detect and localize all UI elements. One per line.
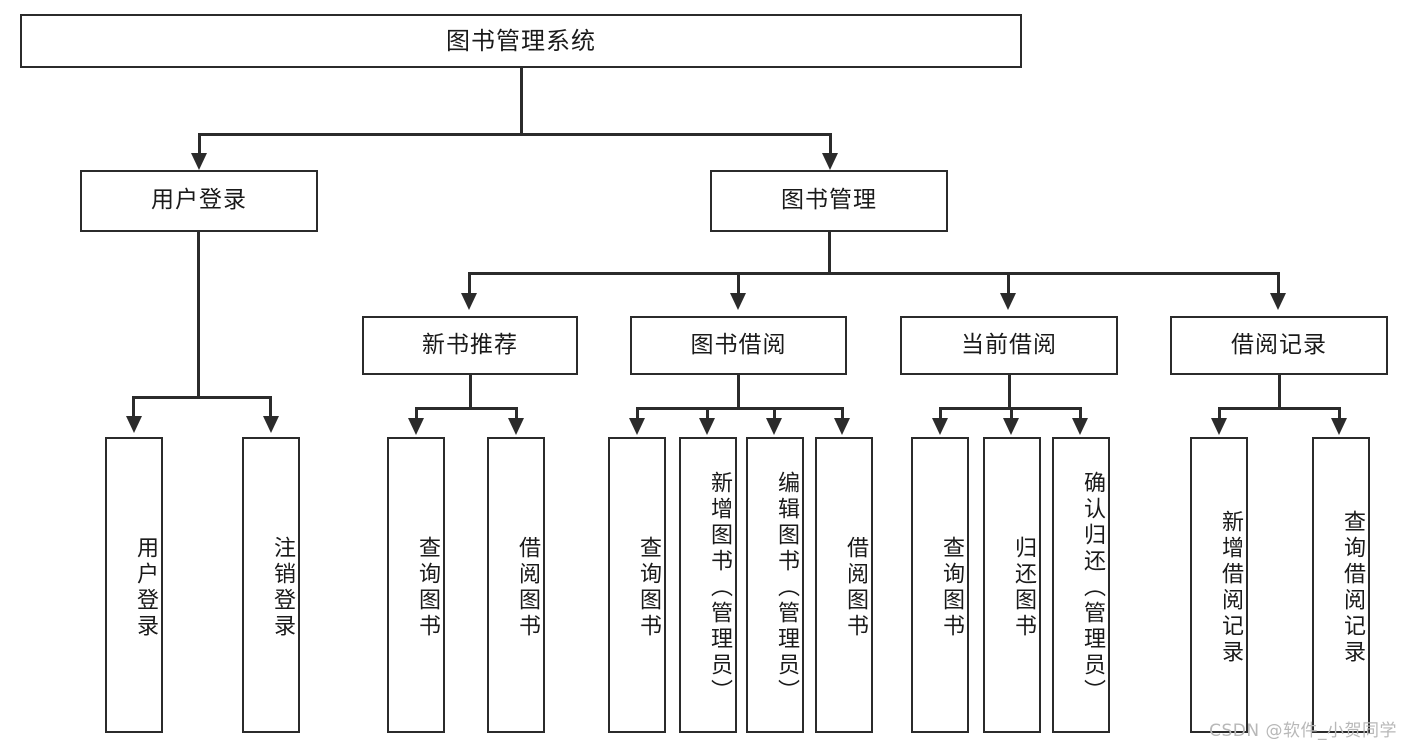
node-label: 借阅记录 xyxy=(1231,331,1327,358)
node-label: 新增图书（管理员） xyxy=(707,471,732,705)
node-label: 编辑图书（管理员） xyxy=(774,471,799,705)
node-label: 新增借阅记录 xyxy=(1218,510,1243,666)
connector-user-login-stem xyxy=(197,232,200,398)
connector-root-stem xyxy=(520,68,523,134)
connector-user-login-drop-1 xyxy=(132,396,135,418)
node-label: 图书借阅 xyxy=(690,331,787,358)
connector-cb-stem xyxy=(1008,375,1011,409)
node-label: 用户登录 xyxy=(151,187,247,214)
connector-cb-drop-2 xyxy=(1010,407,1013,420)
connector-bm-drop-2 xyxy=(737,272,740,294)
node-label: 用户登录 xyxy=(133,536,158,640)
connector-nbr-drop-2 xyxy=(515,407,518,420)
connector-cb-drop-1 xyxy=(939,407,942,420)
node-label: 查询图书 xyxy=(415,536,440,640)
connector-bb-stem xyxy=(737,375,740,409)
arrow-to-leaf-confirm-return xyxy=(1072,418,1088,435)
node-label: 图书管理系统 xyxy=(446,26,596,55)
connector-bb-bus xyxy=(636,407,844,410)
leaf-logout[interactable]: 注销登录 xyxy=(242,437,300,733)
leaf-add-book-admin[interactable]: 新增图书（管理员） xyxy=(679,437,737,733)
arrow-to-leaf-add-book xyxy=(699,418,715,435)
node-label: 归还图书 xyxy=(1011,536,1036,640)
node-book-borrow[interactable]: 图书借阅 xyxy=(630,316,847,375)
arrow-to-user-login xyxy=(191,153,207,170)
arrow-to-leaf-borrow-book-1 xyxy=(508,418,524,435)
leaf-borrow-book-recommend[interactable]: 借阅图书 xyxy=(487,437,545,733)
leaf-query-borrow-record[interactable]: 查询借阅记录 xyxy=(1312,437,1370,733)
leaf-user-login[interactable]: 用户登录 xyxy=(105,437,163,733)
connector-nbr-bus xyxy=(415,407,518,410)
leaf-query-book-current[interactable]: 查询图书 xyxy=(911,437,969,733)
connector-user-login-drop-2 xyxy=(269,396,272,418)
connector-br-stem xyxy=(1278,375,1281,409)
node-label: 查询图书 xyxy=(636,536,661,640)
node-label: 借阅图书 xyxy=(843,536,868,640)
arrow-to-leaf-add-record xyxy=(1211,418,1227,435)
node-label: 借阅图书 xyxy=(515,536,540,640)
leaf-return-book[interactable]: 归还图书 xyxy=(983,437,1041,733)
arrow-to-leaf-edit-book xyxy=(766,418,782,435)
connector-br-drop-1 xyxy=(1218,407,1221,420)
node-label: 图书管理 xyxy=(781,187,877,214)
connector-bm-drop-4 xyxy=(1277,272,1280,294)
connector-nbr-drop-1 xyxy=(415,407,418,420)
arrow-to-new-book-recommend xyxy=(461,293,477,310)
arrow-to-leaf-query-book-2 xyxy=(629,418,645,435)
arrow-to-leaf-borrow-book-2 xyxy=(834,418,850,435)
arrow-to-leaf-logout xyxy=(263,416,279,433)
arrow-to-leaf-query-book-1 xyxy=(408,418,424,435)
connector-bb-drop-2 xyxy=(706,407,709,420)
connector-cb-drop-3 xyxy=(1079,407,1082,420)
arrow-to-book-borrow xyxy=(730,293,746,310)
csdn-watermark: CSDN @软件_小贺同学 xyxy=(1209,721,1397,741)
node-label: 查询借阅记录 xyxy=(1340,510,1365,666)
connector-user-login-bus xyxy=(132,396,270,399)
connector-root-drop-right xyxy=(829,133,832,155)
node-new-book-recommend[interactable]: 新书推荐 xyxy=(362,316,578,375)
arrow-to-leaf-query-record xyxy=(1331,418,1347,435)
node-label: 确认归还（管理员） xyxy=(1080,471,1105,705)
node-label: 查询图书 xyxy=(939,536,964,640)
arrow-to-leaf-return-book xyxy=(1003,418,1019,435)
connector-bb-drop-3 xyxy=(773,407,776,420)
node-user-login[interactable]: 用户登录 xyxy=(80,170,318,232)
leaf-add-borrow-record[interactable]: 新增借阅记录 xyxy=(1190,437,1248,733)
arrow-to-leaf-query-book-3 xyxy=(932,418,948,435)
connector-bb-drop-1 xyxy=(636,407,639,420)
arrow-to-leaf-user-login xyxy=(126,416,142,433)
connector-bb-drop-4 xyxy=(841,407,844,420)
node-borrow-record[interactable]: 借阅记录 xyxy=(1170,316,1388,375)
connector-bm-drop-1 xyxy=(468,272,471,294)
connector-bm-drop-3 xyxy=(1007,272,1010,294)
node-label: 新书推荐 xyxy=(422,331,518,358)
leaf-confirm-return-admin[interactable]: 确认归还（管理员） xyxy=(1052,437,1110,733)
connector-br-bus xyxy=(1218,407,1341,410)
connector-br-drop-2 xyxy=(1338,407,1341,420)
connector-book-manage-bus xyxy=(468,272,1279,275)
node-label: 注销登录 xyxy=(270,536,295,640)
node-book-manage[interactable]: 图书管理 xyxy=(710,170,948,232)
arrow-to-current-borrow xyxy=(1000,293,1016,310)
node-label: 当前借阅 xyxy=(961,331,1057,358)
leaf-edit-book-admin[interactable]: 编辑图书（管理员） xyxy=(746,437,804,733)
connector-book-manage-stem xyxy=(828,232,831,274)
arrow-to-borrow-record xyxy=(1270,293,1286,310)
connector-nbr-stem xyxy=(469,375,472,409)
connector-root-drop-left xyxy=(198,133,201,155)
node-current-borrow[interactable]: 当前借阅 xyxy=(900,316,1118,375)
leaf-query-book-borrow[interactable]: 查询图书 xyxy=(608,437,666,733)
arrow-to-book-manage xyxy=(822,153,838,170)
leaf-borrow-book[interactable]: 借阅图书 xyxy=(815,437,873,733)
connector-root-bus xyxy=(198,133,831,136)
leaf-query-book-recommend[interactable]: 查询图书 xyxy=(387,437,445,733)
node-root-system[interactable]: 图书管理系统 xyxy=(20,14,1022,68)
